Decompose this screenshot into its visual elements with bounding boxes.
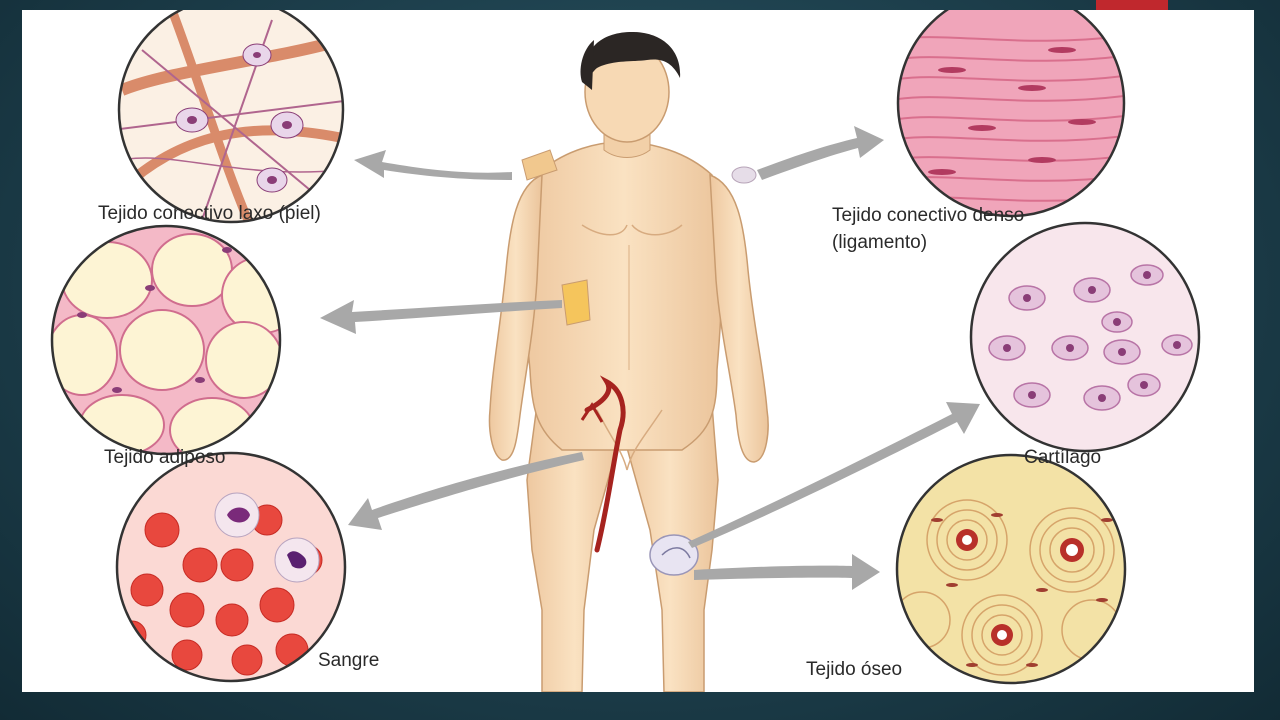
- arrow-bone: [694, 554, 880, 590]
- label-cartilage: Cartílago: [1024, 447, 1102, 468]
- label-bone: Tejido óseo: [806, 659, 903, 680]
- label-blood: Sangre: [318, 650, 380, 671]
- arrow-adipose-tissue: [320, 300, 562, 334]
- micrograph-dense-connective: [896, 10, 1126, 218]
- arrow-loose-tissue: [354, 150, 512, 180]
- label-dense-connective-line1: Tejido conectivo denso: [832, 205, 1025, 226]
- label-loose-connective: Tejido conectivo laxo (piel): [98, 203, 321, 224]
- accent-bar: [1096, 0, 1168, 10]
- micrograph-cartilage: [969, 221, 1201, 453]
- label-adipose: Tejido adiposo: [104, 447, 226, 468]
- arrow-dense-tissue: [757, 126, 884, 180]
- micrograph-blood: [115, 451, 347, 683]
- human-figure: [488, 32, 769, 692]
- micrograph-adipose: [50, 224, 282, 456]
- connective-tissue-diagram: [50, 10, 1201, 692]
- label-dense-connective-line2: (ligamento): [832, 232, 928, 253]
- micrograph-loose-connective: [117, 10, 345, 224]
- micrograph-bone: [895, 453, 1127, 685]
- arrow-blood: [348, 452, 584, 530]
- arrow-cartilage: [688, 402, 980, 548]
- arrows: [320, 126, 980, 590]
